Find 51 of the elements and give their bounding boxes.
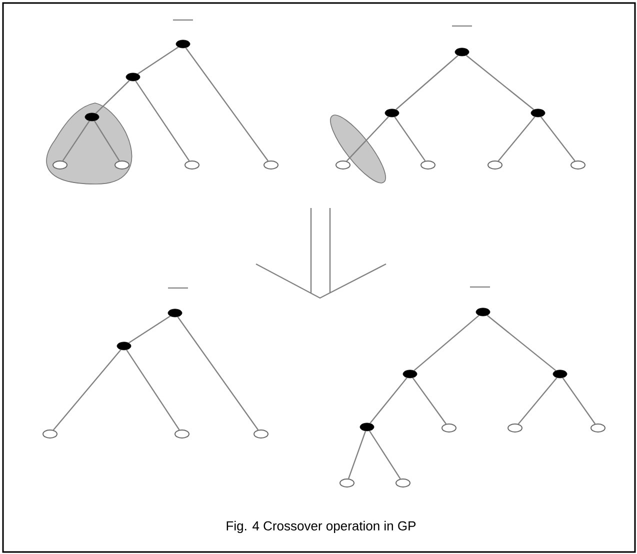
- tree-branch: [177, 316, 259, 430]
- leaf-circle: [264, 160, 278, 170]
- leaf-circle: [42, 430, 58, 438]
- leaf-circle: [590, 424, 606, 432]
- tree-branch: [185, 48, 268, 162]
- node-dot: [552, 370, 568, 378]
- tree-branch: [370, 377, 408, 424]
- tree-branch: [95, 80, 130, 114]
- tree-branch: [348, 430, 366, 479]
- leaf-circle: [336, 160, 350, 170]
- tree-branch: [128, 316, 171, 344]
- node-dot: [384, 108, 400, 118]
- leaf-circle: [508, 424, 522, 432]
- tree-branch: [369, 430, 401, 480]
- tree-branch: [126, 350, 180, 430]
- tree-branch: [62, 120, 90, 162]
- caption: Fig. 4 Crossover operation in GP: [226, 520, 416, 534]
- tree-branch: [518, 377, 558, 424]
- tree-branch: [394, 116, 426, 162]
- tree-branch: [562, 378, 596, 424]
- tree-branch: [346, 116, 389, 162]
- leaf-circle: [184, 160, 200, 170]
- leaf-circle: [570, 160, 586, 170]
- node-dot: [84, 112, 100, 122]
- tree-branch: [412, 378, 446, 424]
- tree-branch: [137, 46, 179, 74]
- node-dot: [476, 308, 490, 316]
- node-dot: [454, 48, 470, 56]
- node-dot: [360, 422, 374, 432]
- leaf-circle: [254, 430, 268, 438]
- node-dot: [126, 72, 140, 82]
- leaf-circle: [420, 160, 436, 170]
- tree-branch: [466, 54, 534, 110]
- node-dot: [168, 308, 182, 318]
- tree-branch: [486, 314, 556, 372]
- node-dot: [176, 40, 190, 48]
- tree-branch: [396, 55, 458, 110]
- node-dot: [116, 342, 132, 350]
- node-dot: [402, 370, 418, 378]
- leaf-circle: [396, 478, 410, 488]
- leaf-circle: [174, 430, 190, 438]
- tree-branch: [414, 315, 480, 371]
- tree-branch: [540, 116, 576, 162]
- tree-branch: [135, 80, 190, 162]
- tree-branch: [94, 120, 120, 162]
- leaf-circle: [488, 160, 502, 170]
- tree-branch: [52, 349, 122, 430]
- leaf-circle: [340, 478, 354, 488]
- leaf-circle: [442, 424, 456, 432]
- tree-branch: [498, 116, 536, 162]
- node-dot: [530, 108, 546, 118]
